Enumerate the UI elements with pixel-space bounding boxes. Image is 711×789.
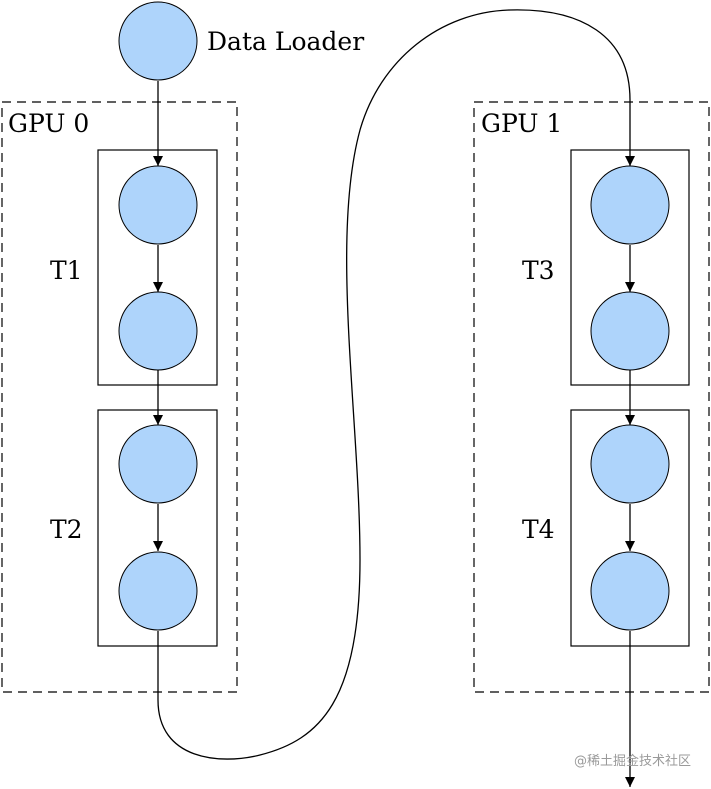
gpu1-t3-node-2 [590,291,670,371]
gpu0-t2-node-1 [118,424,198,504]
gpu0-label: GPU 0 [8,109,89,138]
edge-loader-to-gpu1 [157,9,635,760]
watermark-text: @稀土掘金技术社区 [574,753,691,769]
gpu1-t3-node-1 [590,165,670,245]
gpu1-t4-node-1 [590,424,670,504]
task-label-t3: T3 [522,256,555,285]
gpu0-t1-node-1 [118,165,198,245]
gpu1-container [473,101,710,693]
task-label-t2: T2 [50,515,83,544]
data-loader-label: Data Loader [207,27,364,56]
data-loader-node [118,1,198,81]
task-label-t1: T1 [50,256,83,285]
gpu1-label: GPU 1 [481,109,562,138]
gpu0-container [1,101,238,693]
gpu1-t4-node-2 [590,551,670,631]
task-label-t4: T4 [522,515,555,544]
gpu0-t1-node-2 [118,291,198,371]
gpu0-t2-node-2 [118,551,198,631]
